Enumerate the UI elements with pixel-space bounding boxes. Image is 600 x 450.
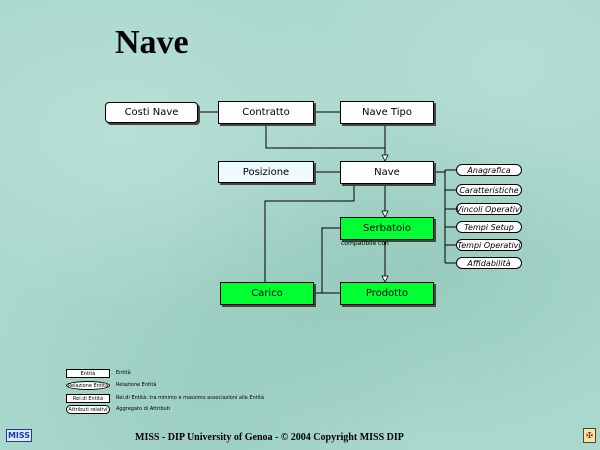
- entity-label: Carico: [251, 288, 283, 299]
- entity-label: Posizione: [242, 166, 290, 178]
- university-seal-icon[interactable]: ✠: [583, 428, 596, 443]
- legend-text-relation: Relazione Entità: [116, 382, 157, 388]
- entity-costi-nave[interactable]: Costi Nave: [105, 102, 198, 123]
- entity-nave[interactable]: Nave: [340, 161, 434, 184]
- legend-text-rel-entity: Rel.di Entità: tra minimo e massimo asso…: [116, 395, 265, 401]
- entity-label: Costi Nave: [124, 107, 179, 118]
- legend-shape-rel-entity: Rel.di Entità: [66, 394, 110, 403]
- entity-carico[interactable]: Carico: [220, 282, 314, 305]
- entity-label: Contratto: [242, 107, 290, 118]
- entity-label: Nave Tipo: [362, 107, 412, 118]
- connector-nave-carico: [264, 184, 355, 282]
- connector-serbatoio-compatibile: [321, 227, 340, 293]
- attribute-tempi-operativi[interactable]: Tempi Operativi: [456, 239, 522, 251]
- relation-label-compatibile: compatibile con: [341, 240, 389, 247]
- attribute-vincoli-operativi[interactable]: Vincoli Operativi: [456, 203, 522, 215]
- entity-serbatoio[interactable]: Serbatoio: [340, 217, 434, 240]
- attribute-caratteristiche[interactable]: Caratteristiche: [456, 184, 522, 196]
- attribute-tempi-setup[interactable]: Tempi Setup: [456, 221, 522, 233]
- entity-label: Prodotto: [365, 288, 409, 299]
- miss-logo[interactable]: MISS: [6, 429, 32, 442]
- entity-prodotto[interactable]: Prodotto: [340, 282, 434, 305]
- footer-copyright: MISS - DIP University of Genoa - © 2004 …: [135, 432, 404, 443]
- page-title: Nave: [115, 24, 189, 61]
- legend-shape-entity: Entità: [66, 369, 110, 378]
- legend-shape-attributes: Attributi relativi: [66, 405, 110, 414]
- attribute-affidabilita[interactable]: Affidabilità: [456, 257, 522, 269]
- arrow-into-nave: [381, 154, 389, 162]
- arrow-into-serbatoio: [381, 210, 389, 218]
- connector-contratto-nave: [265, 123, 386, 161]
- entity-posizione[interactable]: Posizione: [218, 161, 314, 183]
- arrow-into-prodotto: [381, 275, 389, 283]
- legend-text-attributes: Aggregato di Attributi: [116, 406, 171, 412]
- entity-nave-tipo[interactable]: Nave Tipo: [340, 101, 434, 124]
- legend-text-entity: Entità: [116, 370, 131, 376]
- legend-shape-relation: Relazione Entità: [66, 381, 110, 390]
- entity-label: Serbatoio: [362, 223, 412, 234]
- entity-contratto[interactable]: Contratto: [218, 101, 314, 124]
- attribute-anagrafica[interactable]: Anagrafica: [456, 164, 522, 176]
- entity-label: Nave: [374, 167, 400, 178]
